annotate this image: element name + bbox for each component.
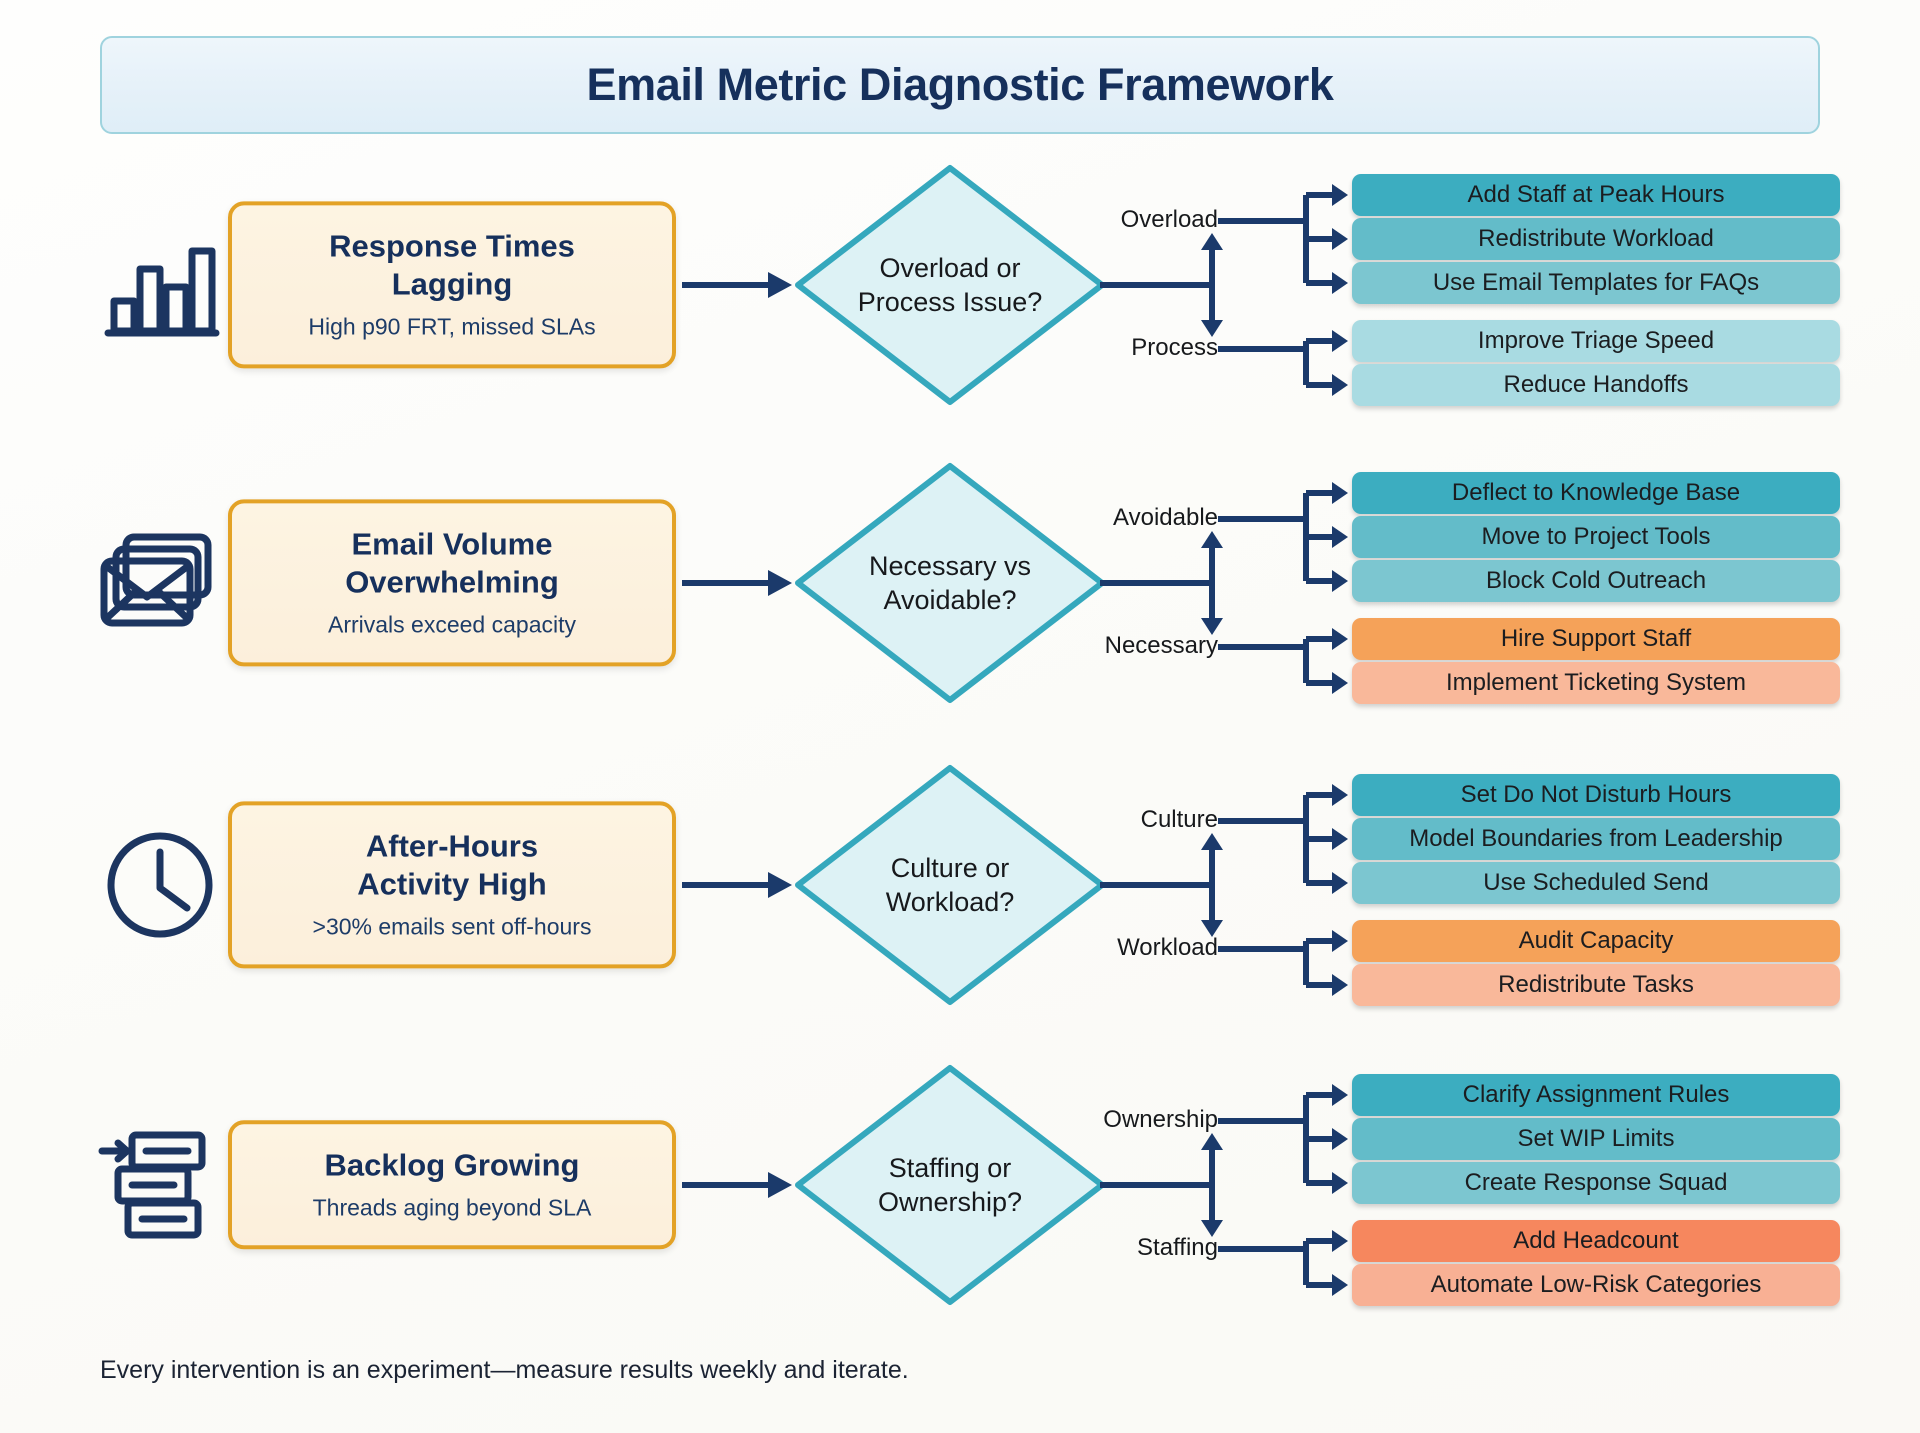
branch-connector: [1100, 160, 1440, 410]
action-pill[interactable]: Audit Capacity: [1352, 920, 1840, 962]
branch-label-secondary: Process: [1131, 334, 1218, 361]
action-pill[interactable]: Implement Ticketing System: [1352, 662, 1840, 704]
problem-subtitle: Threads aging beyond SLA: [312, 1194, 592, 1221]
problem-subtitle: Arrivals exceed capacity: [328, 611, 576, 638]
branch-label-secondary: Workload: [1117, 934, 1218, 961]
problem-title-line: After-Hours: [365, 828, 539, 864]
branch-connector: [1100, 760, 1440, 1010]
action-pill[interactable]: Hire Support Staff: [1352, 618, 1840, 660]
branch-label-secondary: Necessary: [1104, 632, 1218, 659]
action-pill[interactable]: Set Do Not Disturb Hours: [1352, 774, 1840, 816]
page-title: Email Metric Diagnostic Framework: [586, 59, 1334, 110]
title-banner: Email Metric Diagnostic Framework: [100, 36, 1820, 134]
flow-arrow-to-diamond: [682, 272, 792, 298]
action-pill[interactable]: Deflect to Knowledge Base: [1352, 472, 1840, 514]
flow-arrow-to-diamond: [682, 872, 792, 898]
action-pill[interactable]: Add Staff at Peak Hours: [1352, 174, 1840, 216]
action-pill[interactable]: Redistribute Tasks: [1352, 964, 1840, 1006]
problem-title-line: Activity High: [357, 866, 547, 902]
problem-title-line: Email Volume: [351, 526, 553, 562]
action-pill[interactable]: Reduce Handoffs: [1352, 364, 1840, 406]
action-pill[interactable]: Add Headcount: [1352, 1220, 1840, 1262]
action-pill[interactable]: Automate Low-Risk Categories: [1352, 1264, 1840, 1306]
action-pill[interactable]: Model Boundaries from Leadership: [1352, 818, 1840, 860]
bar-chart-icon: [90, 215, 230, 355]
branch-label-primary: Overload: [1120, 206, 1218, 233]
action-pill[interactable]: Clarify Assignment Rules: [1352, 1074, 1840, 1116]
problem-title-line: Lagging: [391, 266, 513, 302]
branch-label-primary: Avoidable: [1113, 504, 1218, 531]
problem-title: Backlog Growing: [252, 1146, 652, 1184]
action-pill[interactable]: Create Response Squad: [1352, 1162, 1840, 1204]
branch-connector: [1100, 458, 1440, 708]
branch-label-primary: Culture: [1140, 806, 1218, 833]
clock-icon: [90, 815, 230, 955]
problem-card[interactable]: Backlog Growing Threads aging beyond SLA: [228, 1120, 676, 1250]
problem-title-line: Overwhelming: [345, 564, 559, 600]
action-pill[interactable]: Block Cold Outreach: [1352, 560, 1840, 602]
action-pill[interactable]: Redistribute Workload: [1352, 218, 1840, 260]
action-pill[interactable]: Use Scheduled Send: [1352, 862, 1840, 904]
problem-subtitle: >30% emails sent off-hours: [312, 913, 592, 940]
branch-connector: [1100, 1060, 1440, 1310]
diagnostic-row: Backlog Growing Threads aging beyond SLA…: [0, 1060, 1920, 1310]
problem-title-line: Backlog Growing: [324, 1147, 580, 1183]
branch-label-primary: Ownership: [1103, 1106, 1218, 1133]
problem-subtitle: High p90 FRT, missed SLAs: [308, 313, 596, 340]
action-pill[interactable]: Use Email Templates for FAQs: [1352, 262, 1840, 304]
footer-note: Every intervention is an experiment—meas…: [100, 1356, 909, 1384]
action-pill[interactable]: Move to Project Tools: [1352, 516, 1840, 558]
problem-title-line: Response Times: [329, 228, 575, 264]
action-pill[interactable]: Set WIP Limits: [1352, 1118, 1840, 1160]
backlog-icon: [90, 1115, 230, 1255]
envelope-stack-icon: [90, 513, 230, 653]
action-pill[interactable]: Improve Triage Speed: [1352, 320, 1840, 362]
flow-arrow-to-diamond: [682, 570, 792, 596]
branch-label-secondary: Staffing: [1137, 1234, 1218, 1261]
flow-arrow-to-diamond: [682, 1172, 792, 1198]
